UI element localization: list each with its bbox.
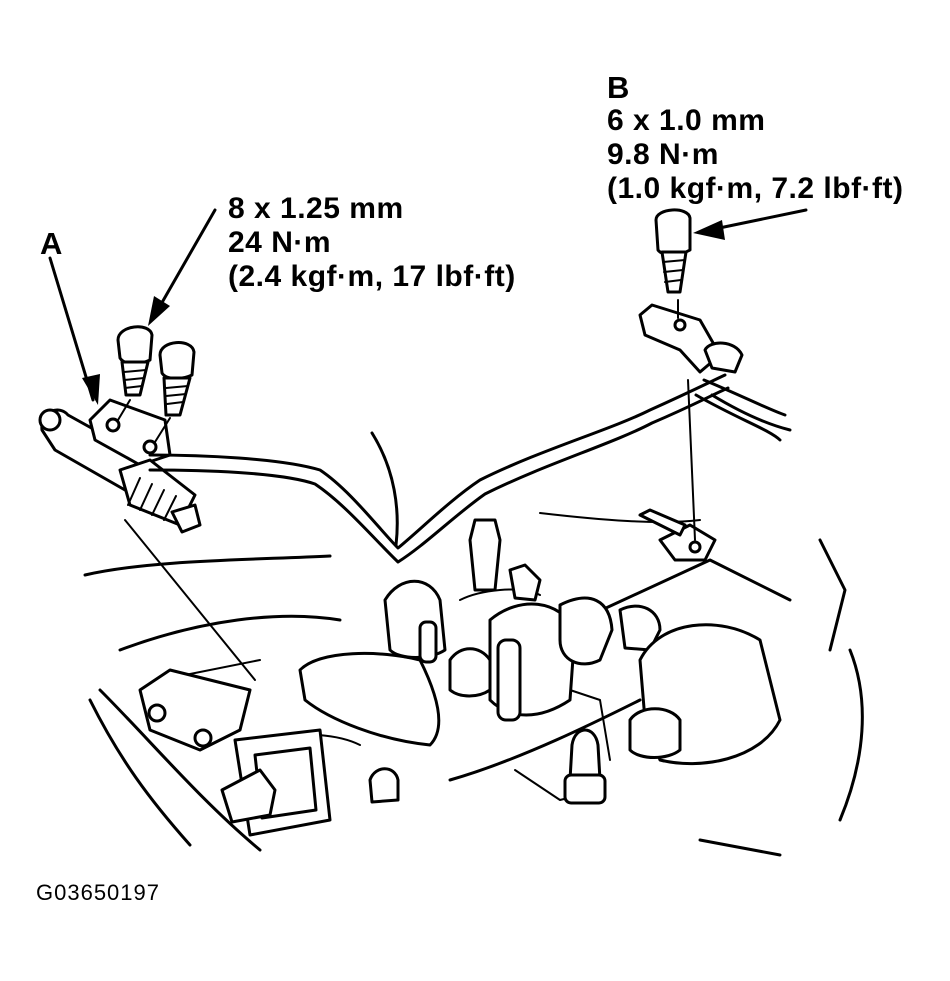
figure-id: G03650197 [36,880,160,905]
bolt-a-torque-nm: 24 N·m [228,226,332,259]
connecting-rod [148,373,730,564]
lower-bracket [138,668,400,837]
bolt-b-torque-nm: 9.8 N·m [607,138,719,171]
callout-a-label: A [40,226,63,261]
callout-b-label: B [607,70,630,105]
callout-arrow-a [48,256,100,405]
sensor-a-assembly [38,398,202,534]
bolt-b [654,208,692,294]
throttle-body-parts [298,518,782,805]
bolt-pair-a [116,325,196,417]
bolt-a-size: 8 x 1.25 mm [228,192,404,225]
bolt-a-torque-alt: (2.4 kgf·m, 17 lbf·ft) [228,260,516,293]
alignment-guides [117,299,696,681]
bolt-b-torque-alt: (1.0 kgf·m, 7.2 lbf·ft) [607,172,904,205]
callout-arrow-b [693,208,808,240]
callout-arrow-bolt-a [148,208,217,326]
bolt-b-size: 6 x 1.0 mm [607,104,766,137]
bracket-b [638,303,744,562]
engine-background-contours [83,378,864,857]
